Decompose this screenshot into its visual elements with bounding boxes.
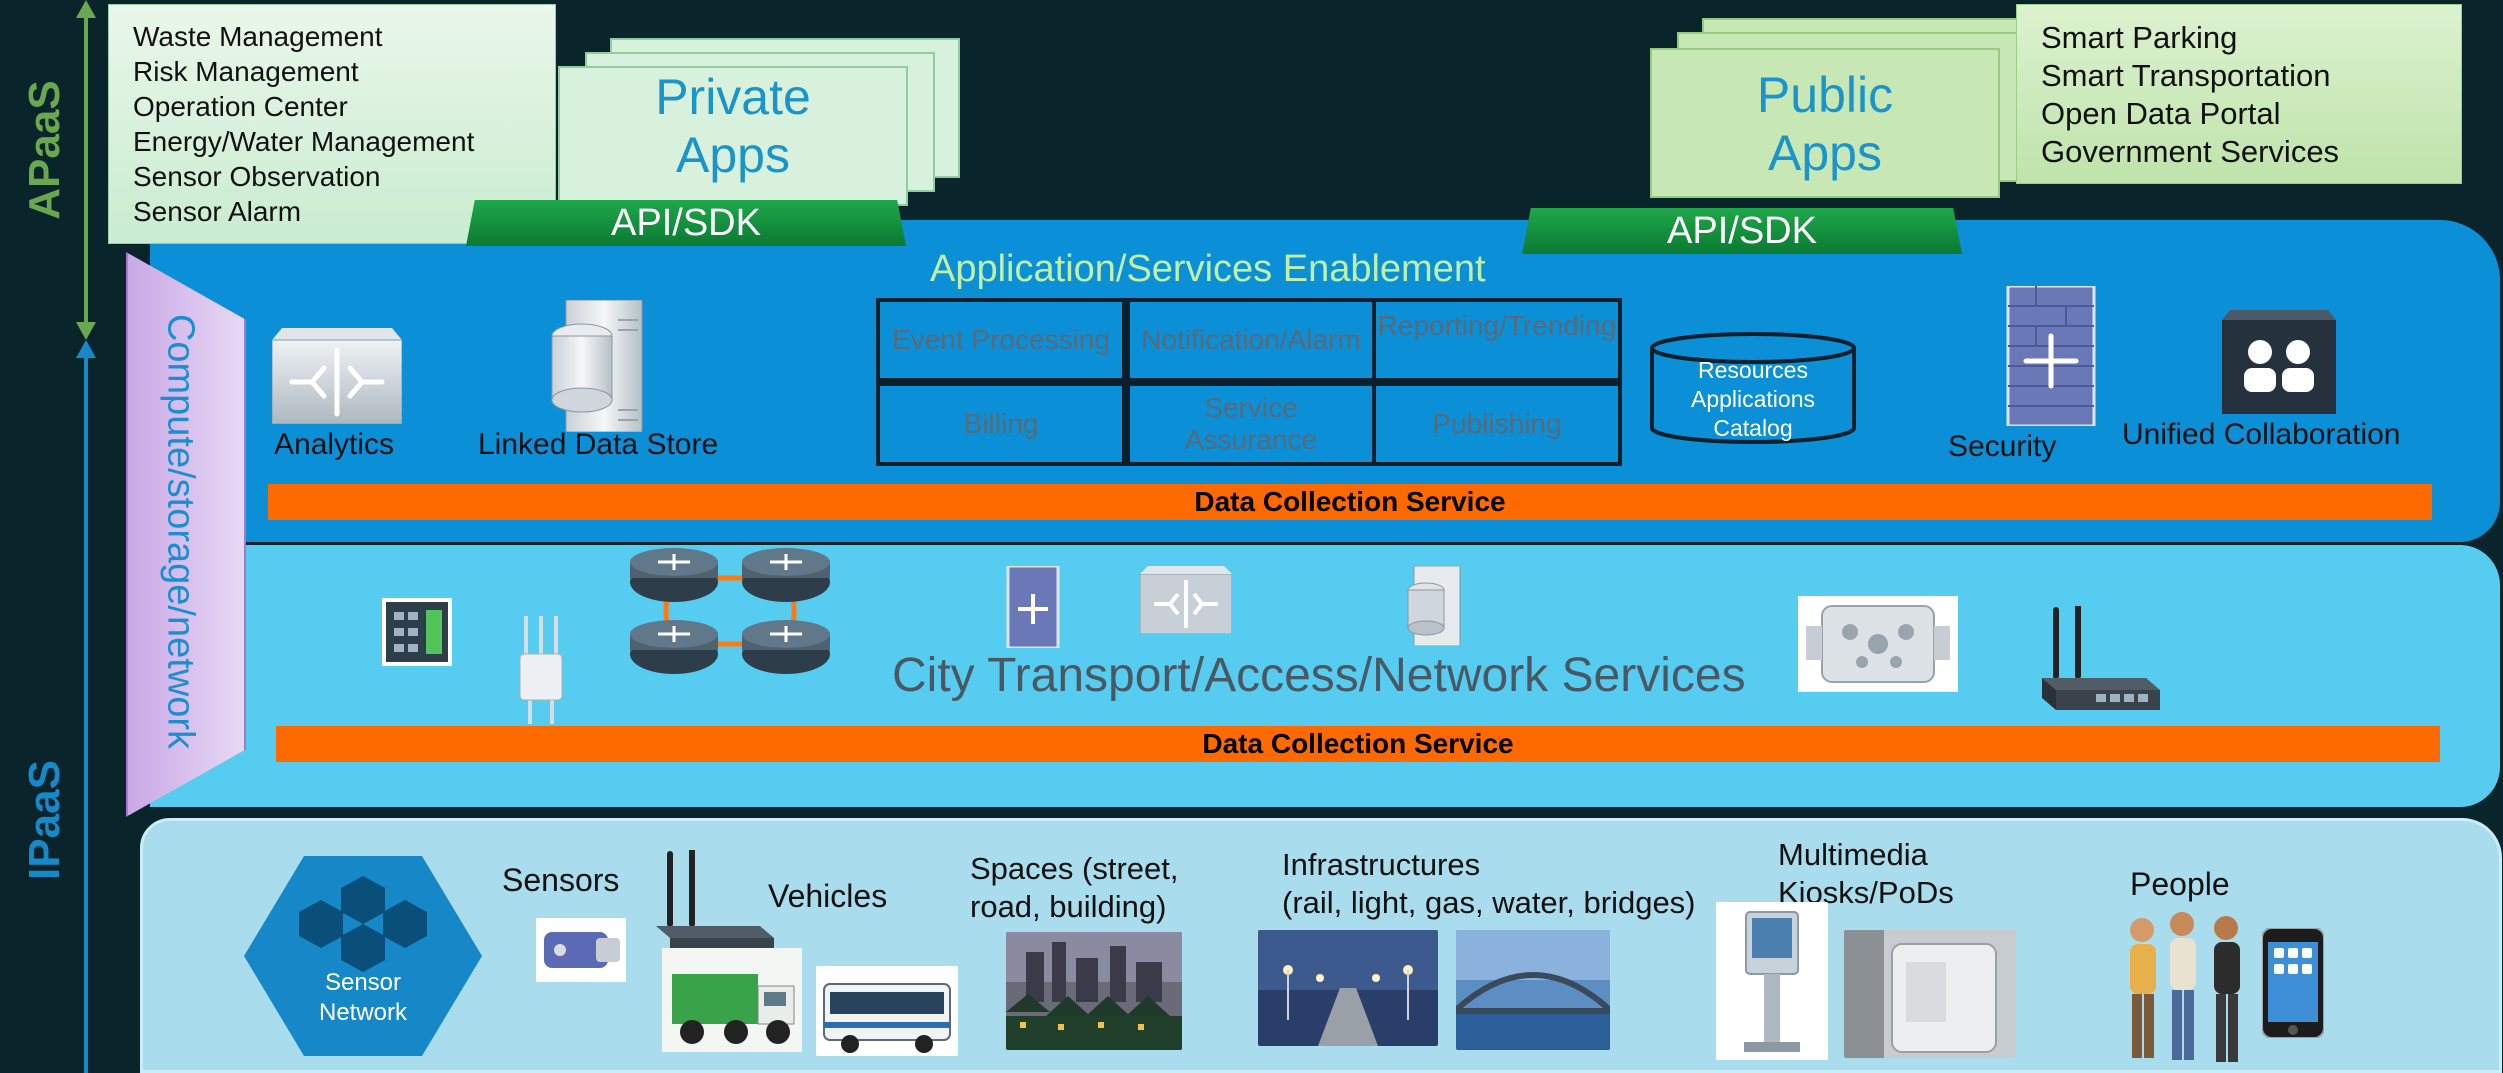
street-lights-photo bbox=[1258, 930, 1438, 1046]
spaces-line: Spaces (street, bbox=[970, 851, 1179, 886]
harbour-bridge-photo bbox=[1456, 930, 1610, 1050]
unified-collaboration-label: Unified Collaboration bbox=[2122, 418, 2401, 451]
spaces-line: road, building) bbox=[970, 889, 1167, 924]
kiosk-photo bbox=[1716, 902, 1828, 1060]
compute-storage-network-bar bbox=[126, 252, 246, 817]
catalog-line: Catalog bbox=[1713, 415, 1793, 441]
catalog-line: Applications bbox=[1690, 386, 1816, 412]
analytics-label: Analytics bbox=[274, 428, 395, 461]
catalog-label: Resources Applications Catalog bbox=[1648, 356, 1858, 443]
analytics-icon bbox=[271, 328, 403, 425]
public-app-item: Government Services bbox=[2041, 134, 2340, 169]
kiosks-line: Multimedia bbox=[1778, 837, 1928, 872]
linked-data-store-label: Linked Data Store bbox=[478, 428, 719, 461]
pod-booth-photo bbox=[1844, 930, 2016, 1058]
garbage-truck-photo bbox=[662, 948, 802, 1052]
private-app-item: Sensor Alarm bbox=[133, 196, 302, 227]
spaces-label: Spaces (street, road, building) bbox=[970, 850, 1178, 926]
firewall-small-icon bbox=[1006, 564, 1060, 650]
public-apps-list: Smart Parking Smart Transportation Open … bbox=[2016, 4, 2462, 184]
smartphone-icon bbox=[2261, 927, 2325, 1039]
kiosks-label: Multimedia Kiosks/PoDs bbox=[1778, 836, 1954, 912]
sensor-network-hexagon-icon bbox=[244, 856, 482, 1056]
vehicle-router-icon bbox=[650, 847, 774, 958]
private-apps-title-line1: Private bbox=[655, 69, 811, 125]
sensors-label: Sensors bbox=[502, 862, 620, 898]
billing-cell: Billing bbox=[876, 382, 1126, 466]
private-app-item: Waste Management bbox=[133, 21, 383, 52]
gateway-box-icon bbox=[1798, 596, 1958, 692]
publishing-cell: Publishing bbox=[1372, 382, 1622, 466]
collaboration-icon bbox=[2222, 310, 2336, 414]
apaas-arrow-down-icon bbox=[76, 322, 96, 340]
public-app-item: Smart Parking bbox=[2041, 20, 2238, 55]
enablement-title: Application/Services Enablement bbox=[930, 248, 1486, 290]
public-apps-title-line1: Public bbox=[1756, 67, 1894, 123]
event-processing-cell: Event Processing bbox=[876, 298, 1126, 382]
private-apps-title-line2: Apps bbox=[676, 127, 790, 183]
public-apps-title: Public Apps bbox=[1650, 66, 2000, 182]
sensor-device-icon bbox=[536, 918, 626, 982]
private-app-item: Sensor Observation bbox=[133, 161, 381, 192]
infrastructures-label: Infrastructures (rail, light, gas, water… bbox=[1282, 846, 1696, 922]
public-app-item: Smart Transportation bbox=[2041, 58, 2331, 93]
cellular-router-icon bbox=[2036, 603, 2160, 710]
public-apps-sheet-front bbox=[1650, 48, 2000, 198]
reporting-trending-cell: Reporting/Trending bbox=[1372, 298, 1622, 382]
sensor-network-line: Network bbox=[318, 999, 408, 1026]
private-app-item: Risk Management bbox=[133, 56, 359, 87]
ipaas-arrow bbox=[84, 350, 88, 1073]
city-bus-photo bbox=[816, 966, 958, 1056]
apaas-label: APaaS bbox=[20, 80, 69, 220]
sensor-network-label: Sensor Network bbox=[244, 968, 482, 1028]
public-apps-title-line2: Apps bbox=[1768, 125, 1882, 181]
ipaas-label: IPaaS bbox=[20, 760, 69, 880]
transport-title: City Transport/Access/Network Services bbox=[892, 649, 1746, 702]
infrastructures-line: (rail, light, gas, water, bridges) bbox=[1282, 885, 1696, 920]
people-photo bbox=[2112, 908, 2258, 1068]
router-ring-icon bbox=[628, 548, 832, 674]
firewall-icon bbox=[2006, 284, 2096, 428]
public-app-item: Open Data Portal bbox=[2041, 96, 2281, 131]
catalog-line: Resources bbox=[1698, 357, 1808, 383]
data-collection-bar-transport: Data Collection Service bbox=[276, 726, 2440, 762]
vehicles-label: Vehicles bbox=[768, 878, 888, 914]
sensor-network-line: Sensor bbox=[324, 969, 402, 996]
wifi-access-point-icon bbox=[516, 616, 566, 724]
data-collection-bar-enablement: Data Collection Service bbox=[268, 484, 2432, 520]
apaas-arrow bbox=[84, 10, 88, 330]
ipaas-arrow-up-icon bbox=[76, 340, 96, 358]
database-server-icon bbox=[548, 299, 648, 433]
server-small-icon bbox=[1404, 565, 1464, 647]
switch-small-icon bbox=[1139, 566, 1233, 635]
switch-module-icon bbox=[382, 598, 452, 666]
notification-alarm-cell: Notification/Alarm bbox=[1126, 298, 1376, 382]
security-label: Security bbox=[1948, 430, 2057, 463]
private-apps-title: Private Apps bbox=[558, 68, 908, 184]
people-label: People bbox=[2130, 866, 2230, 902]
service-assurance-cell: Service Assurance bbox=[1126, 382, 1376, 466]
city-skyline-photo bbox=[1006, 932, 1182, 1050]
public-api-sdk-bar: API/SDK bbox=[1522, 208, 1962, 254]
private-api-sdk-bar: API/SDK bbox=[466, 200, 906, 246]
compute-storage-network-label: Compute/storage/network bbox=[159, 313, 202, 750]
private-app-item: Operation Center bbox=[133, 91, 348, 122]
infrastructures-line: Infrastructures bbox=[1282, 847, 1481, 882]
private-app-item: Energy/Water Management bbox=[133, 126, 475, 157]
apaas-arrow-up-icon bbox=[76, 0, 96, 18]
catalog-cylinder-icon bbox=[1648, 332, 1858, 444]
